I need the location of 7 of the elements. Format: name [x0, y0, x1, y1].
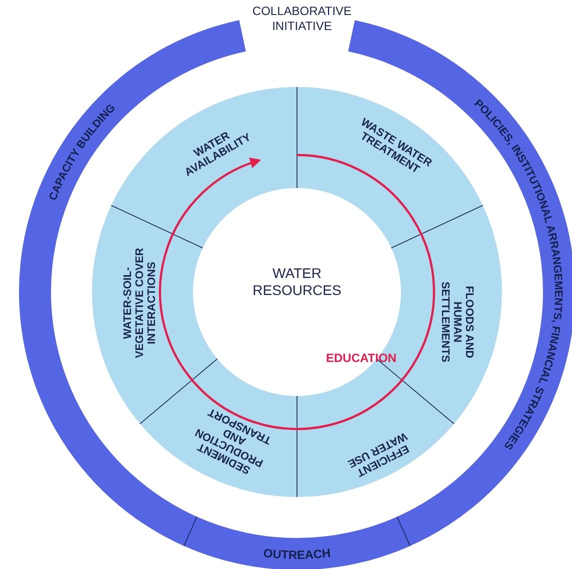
sector-label: FLOODS AND HUMAN SETTLEMENTS — [438, 280, 476, 364]
cycle-label: EDUCATION — [326, 350, 396, 367]
band-label: OUTREACH — [262, 546, 332, 562]
sector-label: WATER-SOIL-VEGETATIVE COVER INTERACTIONS — [122, 246, 158, 360]
center-label: WATER RESOURCES — [252, 265, 342, 299]
ring-band — [184, 516, 410, 569]
ring-title: COLLABORATIVE INITIATIVE — [251, 4, 353, 34]
